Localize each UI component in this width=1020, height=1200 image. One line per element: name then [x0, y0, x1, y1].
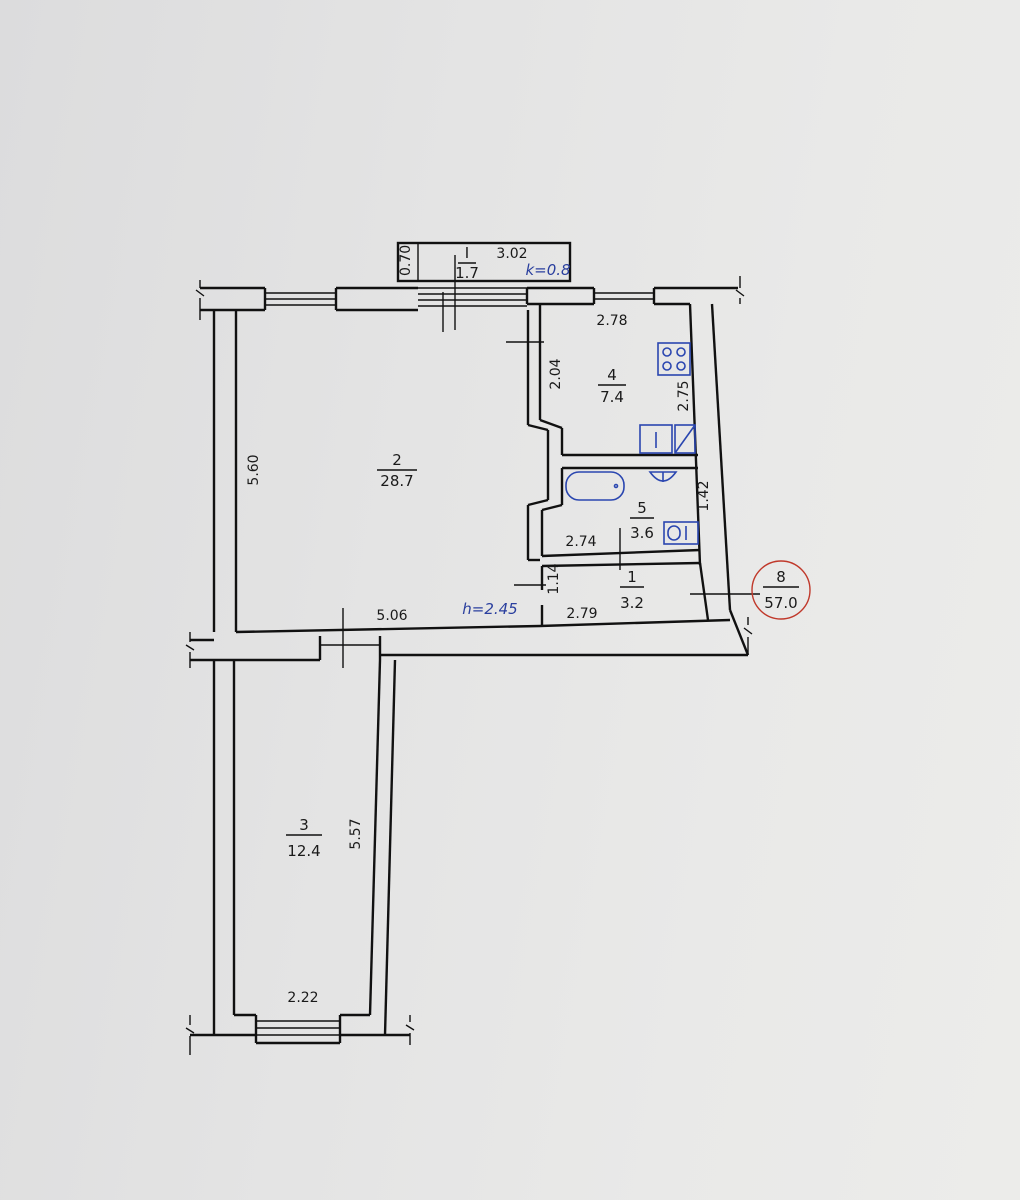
washbasin-icon [648, 471, 678, 482]
room-4-labels: 2.78 4 7.4 2.04 2.75 [548, 313, 692, 412]
walls [190, 286, 750, 1045]
balcony [396, 241, 572, 330]
break-marks [185, 276, 753, 1055]
room-1-width: 2.79 [566, 606, 597, 622]
ceiling-height: h=2.45 [462, 600, 517, 618]
room-1-height: 1.14 [546, 563, 562, 594]
balcony-labels: 0.70 I 1.7 3.02 k=0.8 [398, 244, 571, 282]
balcony-outline [396, 241, 572, 283]
room-5-labels: 5 3.6 2.74 1.42 [565, 480, 712, 550]
room-1-number: 1 [627, 568, 637, 586]
balcony-number: I [465, 244, 469, 262]
room-2-width: 5.06 [376, 608, 407, 624]
room-5-area: 3.6 [630, 524, 654, 542]
toilet-icon [663, 521, 699, 545]
room-5-width: 2.74 [565, 534, 596, 550]
room-4-side: 2.04 [548, 358, 564, 389]
room-3-height: 5.57 [348, 818, 364, 849]
balcony-area: 1.7 [455, 264, 479, 282]
total-area-badge: 8 57.0 [751, 560, 811, 620]
room-2-area: 28.7 [380, 472, 413, 490]
room-3-width: 2.22 [287, 990, 318, 1006]
total-number: 8 [776, 568, 786, 586]
balcony-depth: 0.70 [398, 245, 414, 276]
bathtub-icon [565, 471, 625, 501]
total-area: 57.0 [764, 594, 797, 612]
room-3-labels: 3 12.4 5.57 2.22 [286, 816, 364, 1006]
room-2-height: 5.60 [246, 454, 262, 485]
room-5-number: 5 [637, 499, 647, 517]
room-2-labels: 2 28.7 5.60 5.06 h=2.45 [246, 451, 518, 624]
balcony-width: 3.02 [496, 246, 527, 262]
room-4-number: 4 [607, 366, 617, 384]
room-5-height: 1.42 [696, 480, 712, 511]
room-3-area: 12.4 [287, 842, 320, 860]
room-4-height: 2.75 [676, 380, 692, 411]
room-2-number: 2 [392, 451, 402, 469]
door-markers [342, 292, 760, 668]
kitchen-sink-icon [639, 424, 696, 454]
room-1-labels: 1 3.2 2.79 1.14 [546, 563, 644, 622]
balcony-coefficient: k=0.8 [525, 261, 570, 279]
room-1-area: 3.2 [620, 594, 644, 612]
room-4-area: 7.4 [600, 388, 624, 406]
room-4-width: 2.78 [596, 313, 627, 329]
room-3-number: 3 [299, 816, 309, 834]
kitchen-stove-icon [657, 342, 691, 376]
